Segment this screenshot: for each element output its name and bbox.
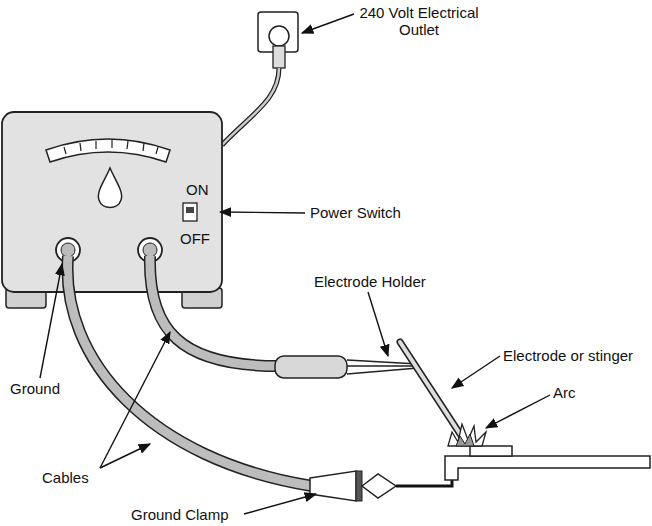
- part-label: Cables: [42, 469, 89, 486]
- switch-state-label: OFF: [180, 230, 210, 247]
- outlet-label: 240 Volt Electrical Outlet: [357, 4, 481, 38]
- part-label: Arc: [553, 384, 576, 401]
- part-label: Electrode Holder: [314, 273, 426, 290]
- switch-state-label: ON: [186, 181, 209, 198]
- part-label: Ground Clamp: [131, 506, 229, 523]
- part-label: Ground: [10, 380, 60, 397]
- part-label: Power Switch: [310, 204, 401, 221]
- part-label: Electrode or stinger: [503, 347, 633, 364]
